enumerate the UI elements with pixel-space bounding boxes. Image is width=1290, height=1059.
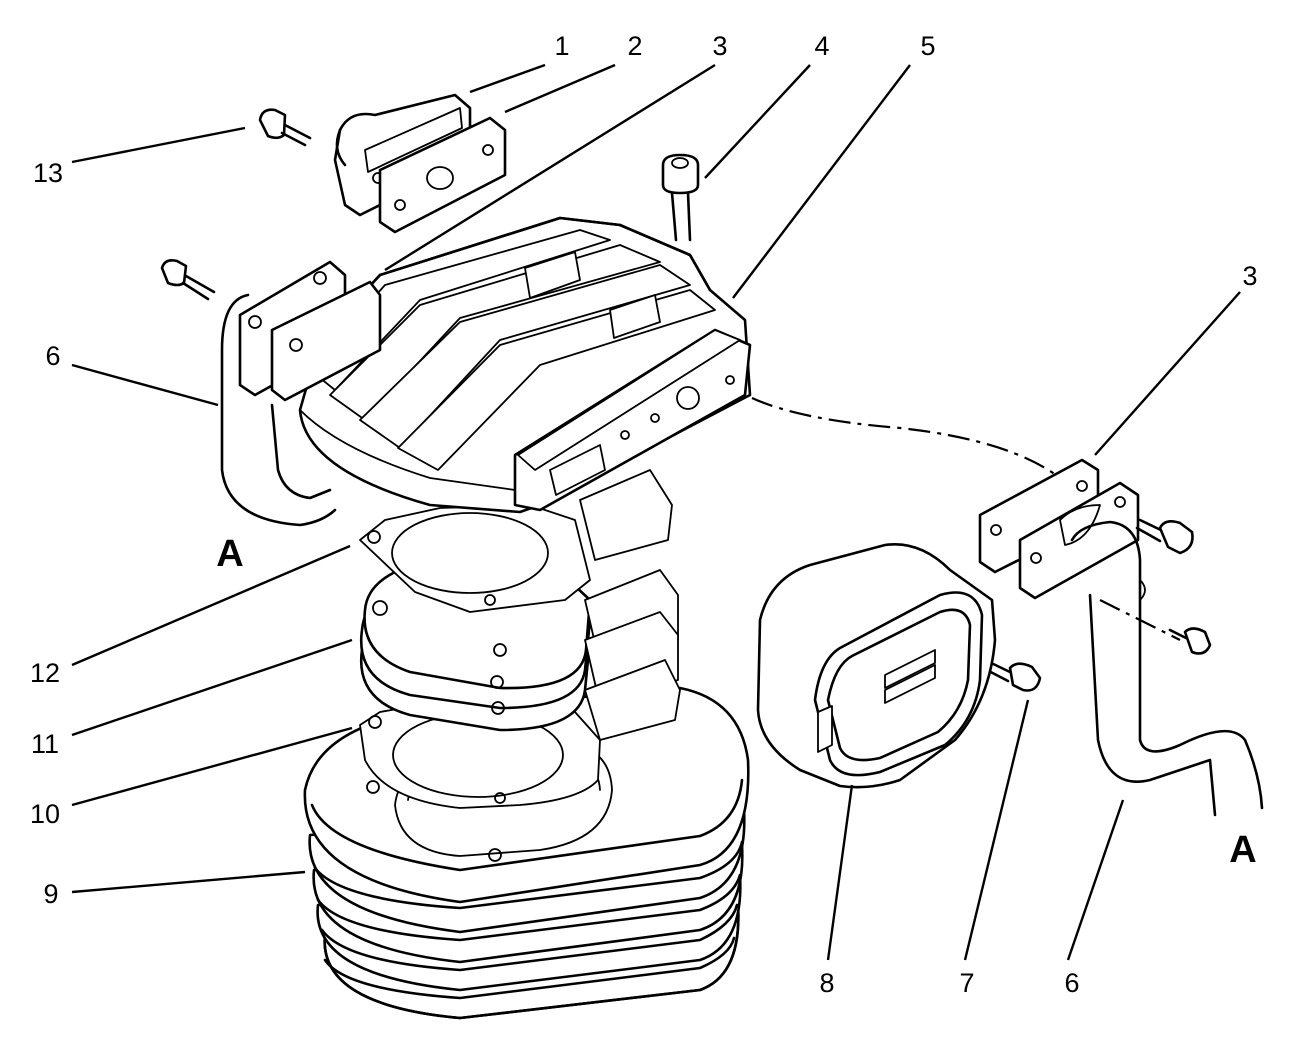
callout-8: 8 xyxy=(819,968,834,998)
cap-screw-right-lower xyxy=(1168,627,1212,655)
callout-10: 10 xyxy=(30,799,60,829)
intake-flange-left-part-3 xyxy=(238,260,382,402)
callout-6-right: 6 xyxy=(1064,968,1079,998)
view-marker-right: A xyxy=(1229,829,1256,871)
cap-screw-right-upper xyxy=(1135,518,1194,555)
cap-screw-part-4 xyxy=(661,153,700,242)
cap-screw-part-7 xyxy=(981,658,1042,692)
reed-plate-part-2 xyxy=(378,116,507,234)
callout-5: 5 xyxy=(920,31,935,61)
callout-9: 9 xyxy=(43,879,58,909)
callout-1: 1 xyxy=(554,31,569,61)
cylinder-head-part-5 xyxy=(298,216,752,514)
silencer-part-8 xyxy=(756,543,997,789)
callout-6-left: 6 xyxy=(45,341,60,371)
callout-4: 4 xyxy=(814,31,829,61)
view-marker-left: A xyxy=(216,533,243,575)
callout-2: 2 xyxy=(627,31,642,61)
leader-lines xyxy=(71,63,1241,961)
pipe-left-part-6 xyxy=(220,293,337,527)
callout-7: 7 xyxy=(959,968,974,998)
pipe-right-part-6 xyxy=(1070,520,1264,817)
reed-block-part-1 xyxy=(333,93,472,217)
top-gasket-part-12 xyxy=(359,469,673,613)
cap-screw-left xyxy=(160,259,216,301)
callout-3-right: 3 xyxy=(1242,261,1257,291)
cap-screw-part-13 xyxy=(258,108,312,147)
assembly-path-line xyxy=(751,396,1061,479)
callout-3-top: 3 xyxy=(712,31,727,61)
callout-11: 11 xyxy=(31,729,59,759)
view-markers: A A xyxy=(216,533,1256,871)
callout-12: 12 xyxy=(30,658,60,688)
callout-labels: 1 2 3 4 5 3 13 6 12 11 10 9 8 7 6 xyxy=(30,31,1258,998)
callout-13: 13 xyxy=(33,158,63,188)
exhaust-flange-right-part-3 xyxy=(978,458,1140,600)
